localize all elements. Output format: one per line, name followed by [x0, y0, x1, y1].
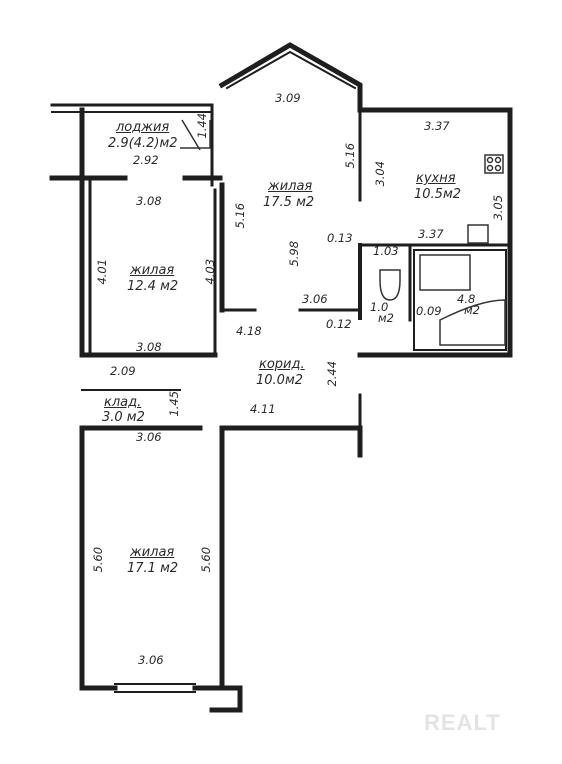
dim-598: 5.98	[287, 240, 302, 267]
dim-103: 1.03	[373, 244, 399, 258]
dim-013: 0.13	[327, 231, 353, 245]
dim-144: 1.44	[195, 112, 210, 139]
dim-516-left: 5.16	[233, 202, 248, 229]
loggia-wall	[50, 103, 214, 187]
dim-009: 0.09	[416, 304, 442, 318]
dim-292: 2.92	[133, 153, 159, 167]
dim-403: 4.03	[203, 258, 218, 285]
living3-area: 17.1 м2	[127, 561, 179, 576]
dim-308-bottom: 3.08	[136, 340, 162, 354]
dim-209: 2.09	[110, 364, 136, 378]
dim-306-mid: 3.06	[302, 292, 328, 306]
bath-area-unit: м2	[464, 303, 480, 317]
storage-area: 3.0 м2	[102, 410, 145, 425]
living2-name: жилая	[130, 263, 175, 278]
dim-337-top: 3.37	[424, 119, 450, 133]
dim-306-lower: 3.06	[136, 430, 162, 444]
dim-306-bottom: 3.06	[138, 653, 164, 667]
wc-area: 1.0	[370, 300, 389, 314]
watermark: REALT	[424, 710, 501, 735]
dim-244: 2.44	[325, 360, 340, 387]
dim-305: 3.05	[491, 194, 506, 221]
living1-name: жилая	[268, 179, 313, 194]
dim-418: 4.18	[236, 324, 262, 338]
bath-area: 4.8	[457, 292, 476, 306]
dim-516-right: 5.16	[343, 142, 358, 169]
living2-area: 12.4 м2	[127, 279, 179, 294]
corridor-area: 10.0м2	[256, 373, 304, 388]
stove-icon	[484, 154, 504, 174]
living3-name: жилая	[130, 545, 175, 560]
loggia-area: 2.9(4.2)м2	[108, 136, 178, 151]
dim-309: 3.09	[275, 91, 301, 105]
kitchen-name: кухня	[416, 171, 456, 186]
bathtub-icon	[439, 299, 506, 346]
wc-area-unit: м2	[378, 311, 394, 325]
loggia-name: лоджия	[116, 120, 170, 135]
dim-308-top: 3.08	[136, 194, 162, 208]
dim-304: 3.04	[373, 160, 388, 187]
dim-337-bath: 3.37	[418, 227, 444, 241]
dim-012: 0.12	[326, 317, 352, 331]
dim-145: 1.45	[167, 390, 182, 417]
storage-name: клад.	[104, 395, 142, 410]
dim-401: 4.01	[95, 258, 110, 285]
dim-560-right: 5.60	[199, 546, 214, 573]
toilet-icon	[379, 269, 401, 301]
dim-560-left: 5.60	[91, 546, 106, 573]
kitchen-area: 10.5м2	[414, 187, 462, 202]
corridor-name: корид.	[259, 357, 305, 372]
living1-area: 17.5 м2	[263, 195, 315, 210]
dim-411: 4.11	[250, 402, 276, 416]
sink-icon	[467, 224, 489, 244]
